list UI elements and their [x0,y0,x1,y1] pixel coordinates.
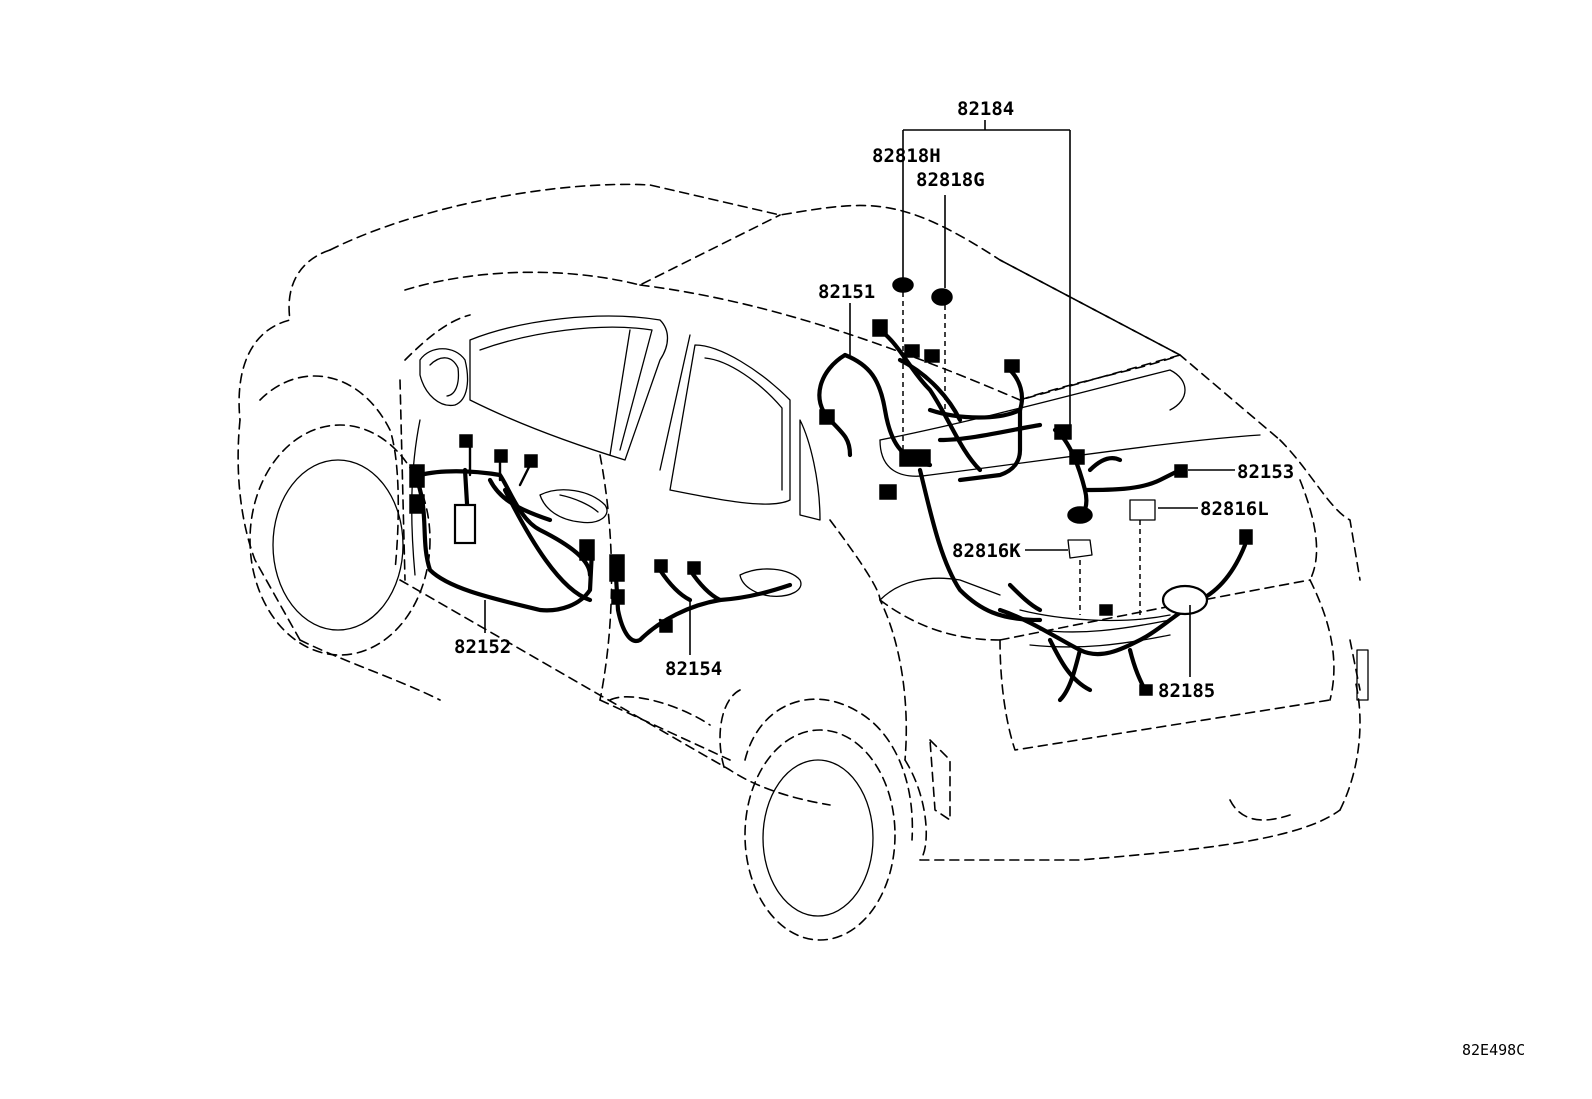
label-82818g: 82818G [916,169,985,191]
label-82816l: 82816L [1200,498,1269,520]
label-82154: 82154 [665,658,722,680]
harness-82151 [817,319,1043,623]
leader-lines [484,120,1235,677]
part-labels: 82184 82818H 82818G 82151 82153 82816L 8… [454,98,1294,702]
label-82818h: 82818H [872,145,941,167]
connector-82818g [931,288,953,306]
label-82152: 82152 [454,636,511,658]
diagram-code: 82E498C [1462,1041,1525,1059]
harness-82154 [609,554,802,644]
harness-82152 [409,434,608,613]
label-82184: 82184 [957,98,1014,120]
label-82151: 82151 [818,281,875,303]
connector-82818h [892,277,914,293]
vehicle-body-outline [237,183,1369,941]
harness-82153 [1052,424,1188,559]
harness-82185 [997,529,1253,703]
label-82185: 82185 [1158,680,1215,702]
label-82153: 82153 [1237,461,1294,483]
label-82816k: 82816K [952,540,1021,562]
